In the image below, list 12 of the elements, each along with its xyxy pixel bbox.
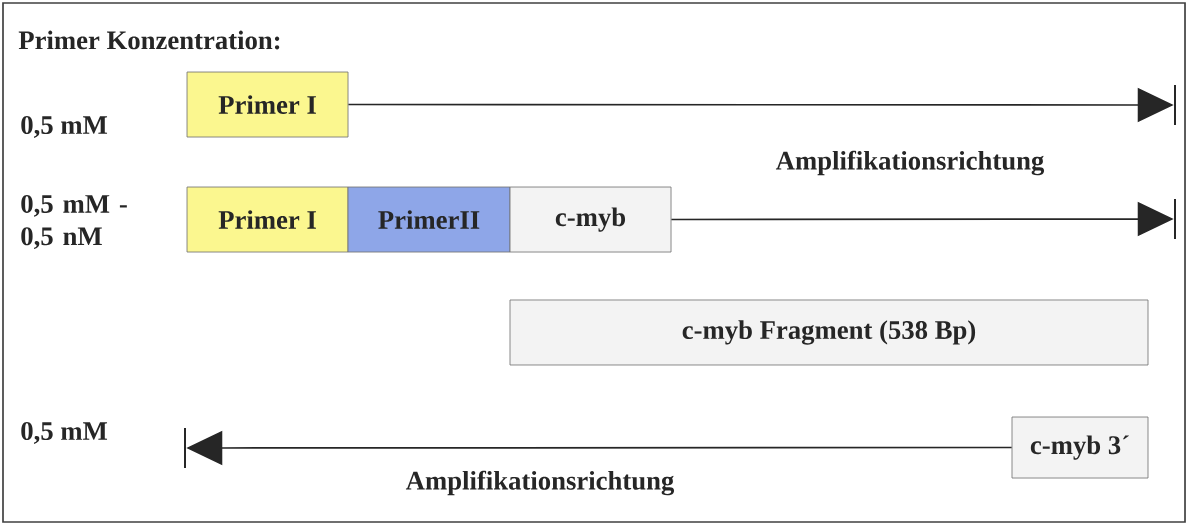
fragment-box: c-myb Fragment (538 Bp) [509,299,1149,366]
concentration-label: 0,5 mM [21,116,108,138]
title: Primer Konzentration: [18,30,280,50]
concentration-label: 0,5 mM [21,422,108,444]
sequence-box: c-myb 3´ [1011,416,1149,479]
concentration-label: 0,5 mM - 0,5 nM [21,194,127,250]
primer-box: Primer I [186,186,349,253]
edge-label: Amplifikationsrichtung [405,470,675,496]
sequence-box: c-myb [509,186,672,253]
primer-box: PrimerII [347,186,511,253]
primer-box: Primer I [186,71,349,138]
edge-label: Amplifikationsrichtung [775,150,1045,176]
